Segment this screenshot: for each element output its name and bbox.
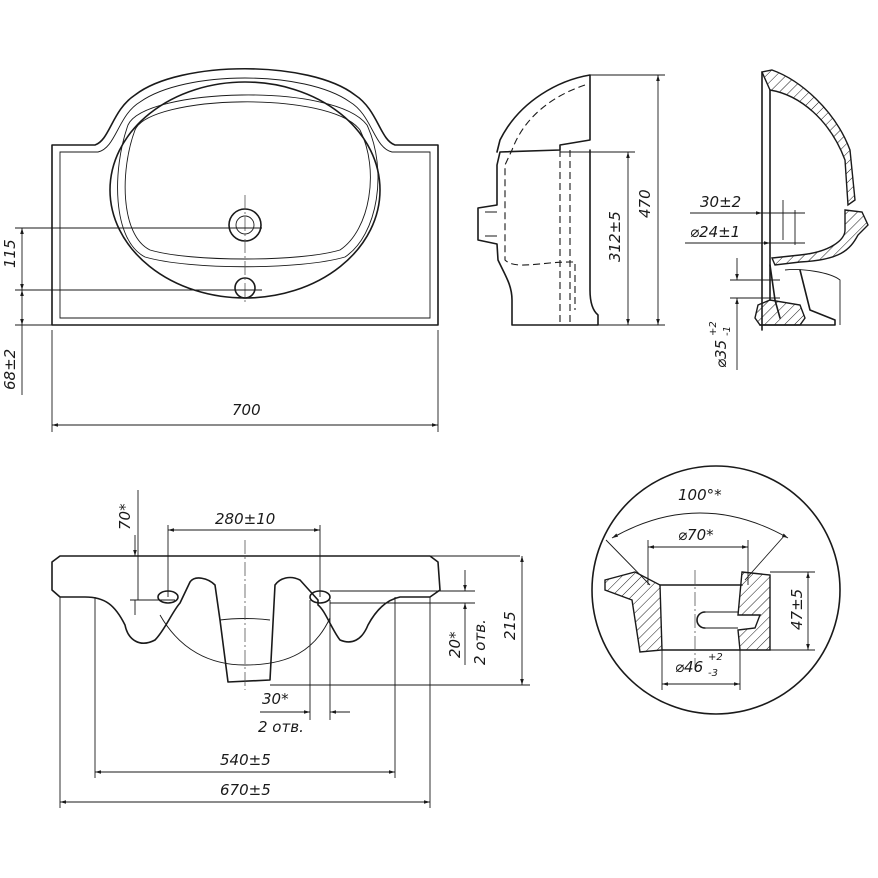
- section-wall: [761, 69, 856, 207]
- top-view-outline: [51, 67, 439, 326]
- dim-70: 70*: [116, 503, 134, 530]
- dim-280: 280±10: [215, 510, 275, 528]
- svg-text:+2: +2: [708, 652, 723, 663]
- dim-115: 115: [1, 239, 19, 268]
- dim-470: 470: [636, 189, 654, 218]
- detail-circle: [591, 465, 841, 715]
- svg-text:-3: -3: [708, 668, 718, 679]
- dim-312: 312±5: [606, 211, 624, 262]
- dim-20: 20*: [446, 631, 464, 658]
- svg-text:⌀35: ⌀35: [712, 340, 730, 368]
- dim-dia-35: ⌀35 +2 -1: [708, 321, 733, 368]
- dim-30-star: 30*: [262, 690, 289, 708]
- dim-dia-70: ⌀70*: [678, 526, 714, 544]
- side-view-outline: [477, 74, 599, 326]
- note-2-holes-bottom: 2 отв.: [258, 718, 304, 736]
- front-view-outline: [51, 555, 441, 683]
- detail-section-left: [604, 571, 663, 653]
- svg-text:+2: +2: [708, 321, 719, 336]
- detail-section-right: [737, 571, 771, 651]
- dim-angle-100: 100°*: [678, 486, 722, 504]
- detail-view: 100°* ⌀70* 47±5 ⌀46 +2 -3: [591, 465, 841, 715]
- section-view: 30±2 ⌀24±1 ⌀35 +2 -1: [685, 69, 869, 370]
- dim-700: 700: [232, 401, 261, 419]
- front-view: 70* 280±10 20* 2 отв. 215 30* 2 отв. 540…: [51, 490, 530, 808]
- dim-540: 540±5: [220, 751, 271, 769]
- dim-670: 670±5: [220, 781, 271, 799]
- dim-215: 215: [501, 611, 519, 640]
- note-2-holes-right: 2 отв.: [471, 619, 489, 665]
- side-view: 312±5 470: [477, 74, 665, 326]
- dim-dia-24: ⌀24±1: [690, 223, 740, 241]
- svg-text:⌀46: ⌀46: [675, 658, 703, 676]
- dim-dia-46: ⌀46 +2 -3: [675, 652, 723, 679]
- top-view: 115 68±2 700: [1, 67, 439, 432]
- dim-68: 68±2: [1, 349, 19, 390]
- svg-text:-1: -1: [722, 326, 733, 336]
- basin-inner: [124, 101, 371, 260]
- dim-30-2: 30±2: [700, 193, 741, 211]
- dim-47: 47±5: [788, 589, 806, 630]
